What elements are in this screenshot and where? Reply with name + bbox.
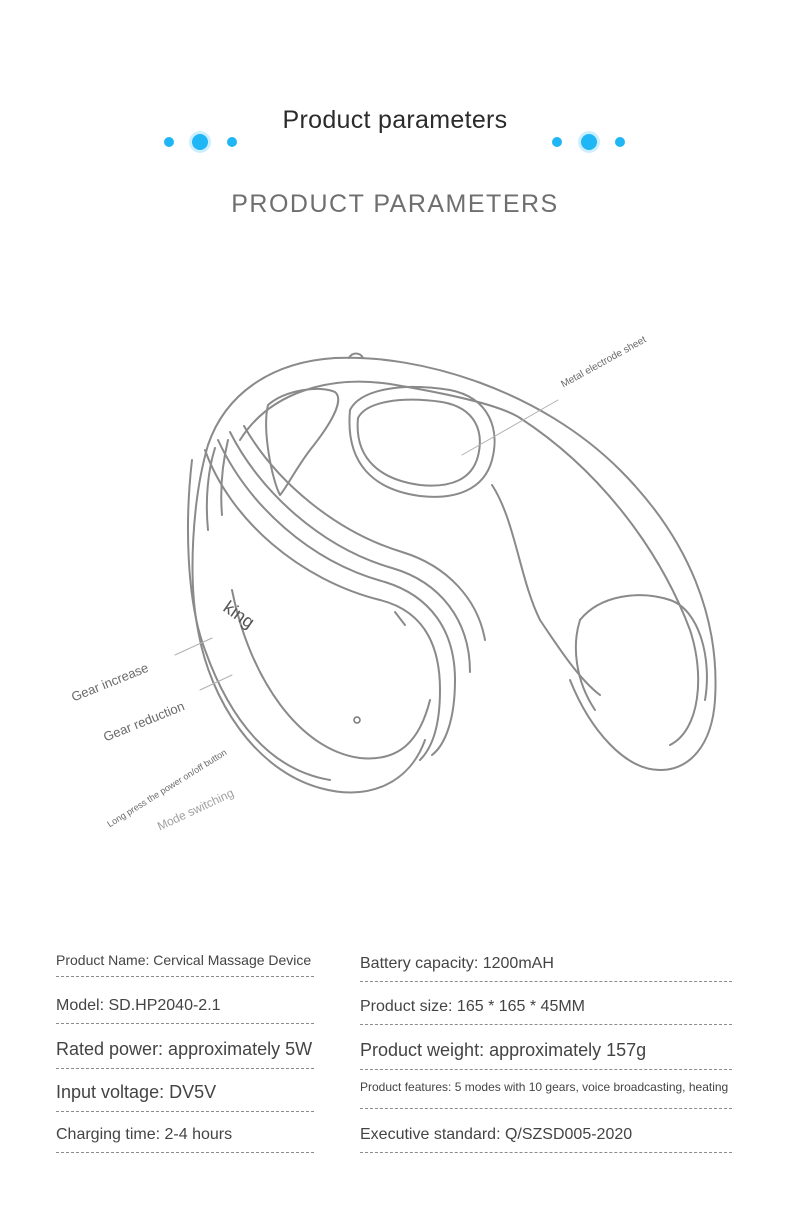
right-dots-decoration (550, 132, 630, 152)
param-charging-time: Charging time: 2-4 hours (56, 1126, 314, 1153)
page-subtitle: PRODUCT PARAMETERS (231, 190, 559, 218)
dot-icon (615, 137, 625, 147)
param-product-name: Product Name: Cervical Massage Device (56, 952, 314, 977)
param-input-voltage: Input voltage: DV5V (56, 1082, 314, 1112)
dot-icon (192, 134, 208, 150)
dot-icon (227, 137, 237, 147)
dot-icon (164, 137, 174, 147)
param-model: Model: SD.HP2040-2.1 (56, 997, 314, 1024)
dot-icon (552, 137, 562, 147)
page-title: Product parameters (282, 106, 508, 134)
param-battery-capacity: Battery capacity: 1200mAH (360, 955, 732, 982)
param-product-weight: Product weight: approximately 157g (360, 1040, 732, 1070)
neck-massager-drawing: king (174, 352, 717, 794)
left-dots-decoration (162, 132, 242, 152)
param-rated-power: Rated power: approximately 5W (56, 1039, 314, 1069)
param-executive-standard: Executive standard: Q/SZSD005-2020 (360, 1126, 732, 1153)
param-product-size: Product size: 165 * 165 * 45MM (360, 998, 732, 1025)
dot-icon (581, 134, 597, 150)
brand-logo: king (220, 597, 259, 632)
product-illustration: king Metal electrode sheet Gear increase… (0, 300, 790, 880)
param-product-features: Product features: 5 modes with 10 gears,… (360, 1080, 732, 1109)
